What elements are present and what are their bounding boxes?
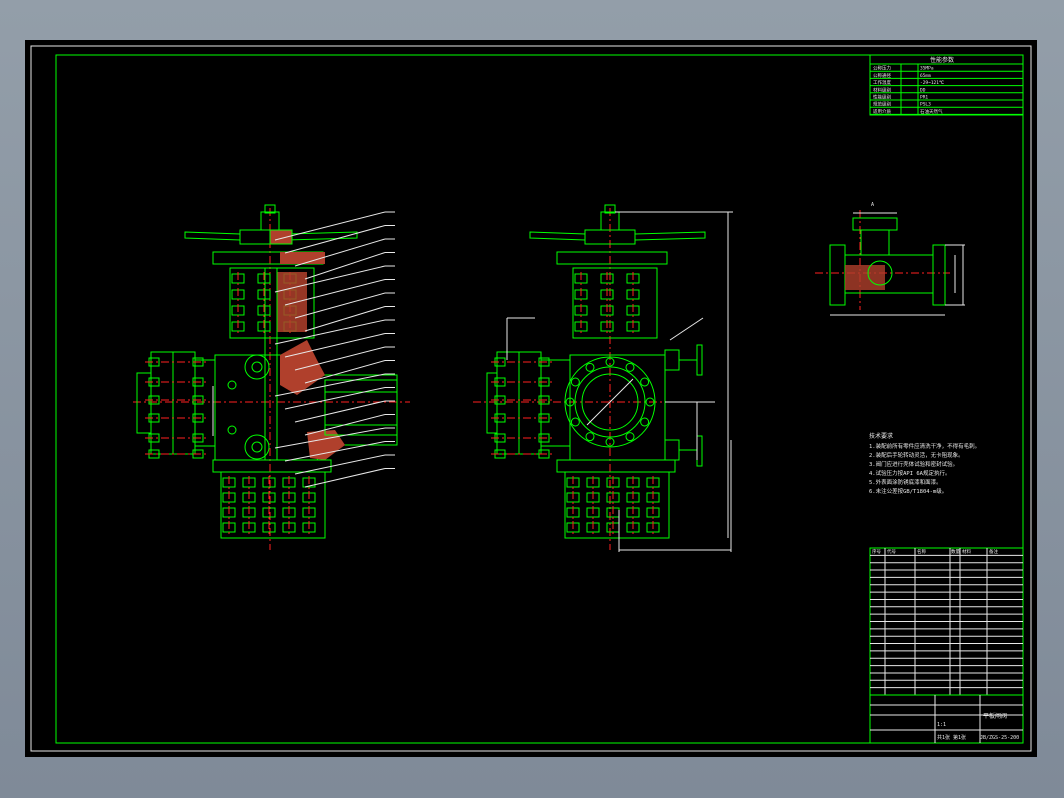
- top-view-label: A: [871, 202, 874, 208]
- param-value: 65mm: [920, 73, 931, 79]
- drawing-sheet[interactable]: 公称压力 35MPa 公称通径 65mm 工作温度 -29~121℃ 材料级别 DD 性能级别 P…: [25, 40, 1037, 757]
- param-name: 规范级别: [873, 101, 891, 108]
- param-value: 石油天然气: [920, 108, 943, 115]
- leader-line: [294, 292, 386, 319]
- bom-header-cell: 材料: [962, 548, 971, 555]
- leader-line: [274, 211, 386, 241]
- note-line: 1.装配前所有零件应清洗干净，不得有毛刺。: [869, 442, 980, 450]
- drawing-number: JB/ZGS-25-200: [980, 735, 1019, 741]
- leader-line: [274, 373, 386, 397]
- leader-line: [294, 238, 386, 267]
- sheet-count: 共1张 第1张: [937, 734, 966, 741]
- bom-header-cell: 备注: [989, 548, 998, 555]
- front-view: [473, 204, 733, 552]
- bom-header-cell: 代号: [887, 548, 896, 555]
- leader-line: [284, 225, 386, 254]
- leader-line: [284, 333, 386, 358]
- leader-line: [274, 319, 386, 345]
- param-value: PR1: [920, 95, 928, 101]
- leader-line: [304, 414, 386, 436]
- leader-line: [294, 346, 386, 371]
- note-line: 6.未注公差按GB/T1804-m级。: [869, 487, 947, 495]
- leader-line: [284, 279, 386, 306]
- outer-border: [30, 45, 1032, 752]
- title-block: 平板闸阀 JB/ZGS-25-200 1:1 共1张 第1张: [870, 694, 1023, 743]
- param-name: 适用介质: [873, 108, 891, 115]
- leader-line: [284, 387, 386, 410]
- leader-line: [304, 468, 386, 488]
- note-line: 5.外表面涂防锈底漆和面漆。: [869, 478, 942, 486]
- top-view: A: [815, 202, 965, 316]
- param-name: 公称通径: [873, 72, 891, 79]
- param-value: PSL3: [920, 102, 931, 108]
- note-line: 2.装配后手轮转动灵活，无卡阻现象。: [869, 451, 964, 459]
- leader-line: [294, 454, 386, 475]
- parameters-heading: 性能参数: [930, 56, 954, 64]
- bom-header-cell: 数量: [951, 548, 960, 555]
- part-name: 平板闸阀: [983, 712, 1007, 720]
- leader-line: [304, 360, 386, 384]
- param-name: 性能级别: [873, 94, 891, 101]
- leader-line: [304, 306, 386, 332]
- param-value: DD: [920, 87, 926, 93]
- leader-lines: [274, 211, 395, 488]
- leader-line: [304, 252, 386, 280]
- inner-border: [55, 54, 1024, 744]
- leader-line: [284, 441, 386, 462]
- param-name: 工作温度: [873, 79, 891, 86]
- technical-notes: 技术要求 1.装配前所有零件应清洗干净，不得有毛刺。2.装配后手轮转动灵活，无卡…: [869, 432, 980, 495]
- cad-canvas: 公称压力 35MPa 公称通径 65mm 工作温度 -29~121℃ 材料级别 DD 性能级别 P…: [30, 45, 1032, 752]
- parameters-table: 公称压力 35MPa 公称通径 65mm 工作温度 -29~121℃ 材料级别 DD 性能级别 P…: [869, 54, 1024, 116]
- leader-line: [274, 427, 386, 449]
- scale-value: 1:1: [937, 722, 946, 728]
- section-view: [133, 204, 410, 550]
- param-name: 公称压力: [873, 65, 891, 72]
- param-value: -29~121℃: [920, 80, 945, 86]
- bom-header-cell: 序号: [872, 548, 881, 555]
- notes-heading: 技术要求: [869, 432, 893, 440]
- leader-line: [274, 265, 386, 293]
- param-value: 35MPa: [920, 66, 934, 72]
- bom-header-cell: 名称: [917, 548, 926, 555]
- param-name: 材料级别: [873, 86, 891, 93]
- note-line: 4.试验压力按API 6A规定执行。: [869, 469, 951, 477]
- note-line: 3.阀门应进行壳体试验和密封试验。: [869, 460, 958, 468]
- leader-line: [294, 400, 386, 423]
